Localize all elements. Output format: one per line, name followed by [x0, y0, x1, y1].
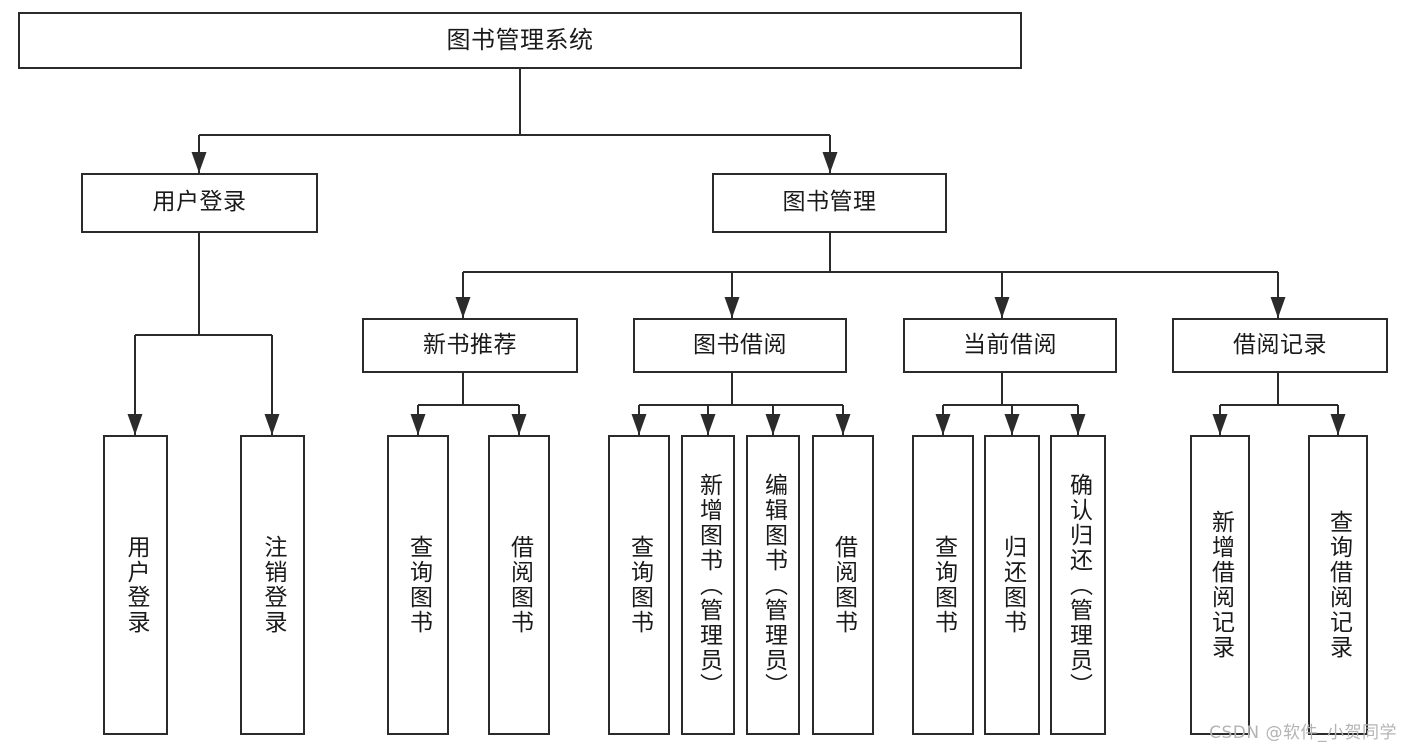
node-leaf-user-login[interactable]: 用户登录 [103, 435, 168, 735]
node-root[interactable]: 图书管理系统 [18, 12, 1022, 69]
node-leaf-query-book-cur[interactable]: 查询图书 [912, 435, 974, 735]
node-label: 图书借阅 [693, 331, 787, 358]
node-label: 归还图书 [999, 535, 1026, 635]
node-leaf-borrow-book-bor[interactable]: 借阅图书 [812, 435, 874, 735]
node-label: 新增借阅记录 [1207, 510, 1234, 660]
node-label: 新增图书（管理员） [695, 472, 722, 698]
arrowhead-icon [264, 414, 280, 435]
arrowhead-icon [1270, 297, 1286, 318]
node-label: 借阅图书 [830, 535, 857, 635]
node-label: 新书推荐 [423, 331, 517, 358]
node-leaf-borrow-book-rec[interactable]: 借阅图书 [488, 435, 550, 735]
node-book-borrow[interactable]: 图书借阅 [633, 318, 847, 373]
node-label: 注销登录 [260, 535, 286, 635]
node-label: 查询图书 [626, 535, 653, 635]
node-leaf-add-record[interactable]: 新增借阅记录 [1190, 435, 1250, 735]
arrowhead-icon [765, 414, 781, 435]
node-label: 图书管理系统 [446, 26, 594, 55]
node-label: 用户登录 [152, 189, 247, 216]
node-leaf-query-book-bor[interactable]: 查询图书 [608, 435, 670, 735]
arrowhead-icon [1212, 414, 1228, 435]
node-leaf-add-book[interactable]: 新增图书（管理员） [681, 435, 735, 735]
arrowhead-icon [631, 414, 647, 435]
arrowhead-icon [1004, 414, 1020, 435]
node-borrow-record[interactable]: 借阅记录 [1172, 318, 1388, 373]
arrowhead-icon [724, 297, 740, 318]
arrowhead-icon [700, 414, 716, 435]
arrowhead-icon [511, 414, 527, 435]
arrowhead-icon [410, 414, 426, 435]
arrowhead-icon [1330, 414, 1346, 435]
arrowhead-icon [835, 414, 851, 435]
node-current-borrow[interactable]: 当前借阅 [903, 318, 1117, 373]
arrowhead-icon [127, 414, 143, 435]
arrowhead-icon [191, 152, 207, 173]
node-label: 编辑图书（管理员） [760, 472, 787, 698]
node-label: 用户登录 [123, 535, 149, 635]
node-label: 查询图书 [930, 535, 957, 635]
node-label: 确认归还（管理员） [1065, 472, 1092, 698]
arrowhead-icon [822, 152, 838, 173]
node-leaf-edit-book[interactable]: 编辑图书（管理员） [746, 435, 800, 735]
arrowhead-icon [935, 414, 951, 435]
arrowhead-icon [1070, 414, 1086, 435]
node-leaf-query-record[interactable]: 查询借阅记录 [1308, 435, 1368, 735]
node-label: 借阅记录 [1233, 331, 1327, 358]
node-label: 查询图书 [405, 535, 432, 635]
node-new-book-rec[interactable]: 新书推荐 [362, 318, 578, 373]
node-label: 借阅图书 [506, 535, 533, 635]
node-leaf-query-book-rec[interactable]: 查询图书 [387, 435, 449, 735]
node-leaf-logout[interactable]: 注销登录 [240, 435, 305, 735]
node-book-manage[interactable]: 图书管理 [712, 173, 947, 233]
watermark-label: CSDN @软件_小贺同学 [1209, 723, 1397, 743]
node-label: 图书管理 [782, 189, 877, 216]
node-user-login[interactable]: 用户登录 [81, 173, 318, 233]
node-label: 查询借阅记录 [1325, 510, 1352, 660]
arrowhead-icon [994, 297, 1010, 318]
node-label: 当前借阅 [963, 331, 1057, 358]
node-leaf-return-book[interactable]: 归还图书 [984, 435, 1040, 735]
node-leaf-confirm-return[interactable]: 确认归还（管理员） [1050, 435, 1106, 735]
arrowhead-icon [455, 297, 471, 318]
